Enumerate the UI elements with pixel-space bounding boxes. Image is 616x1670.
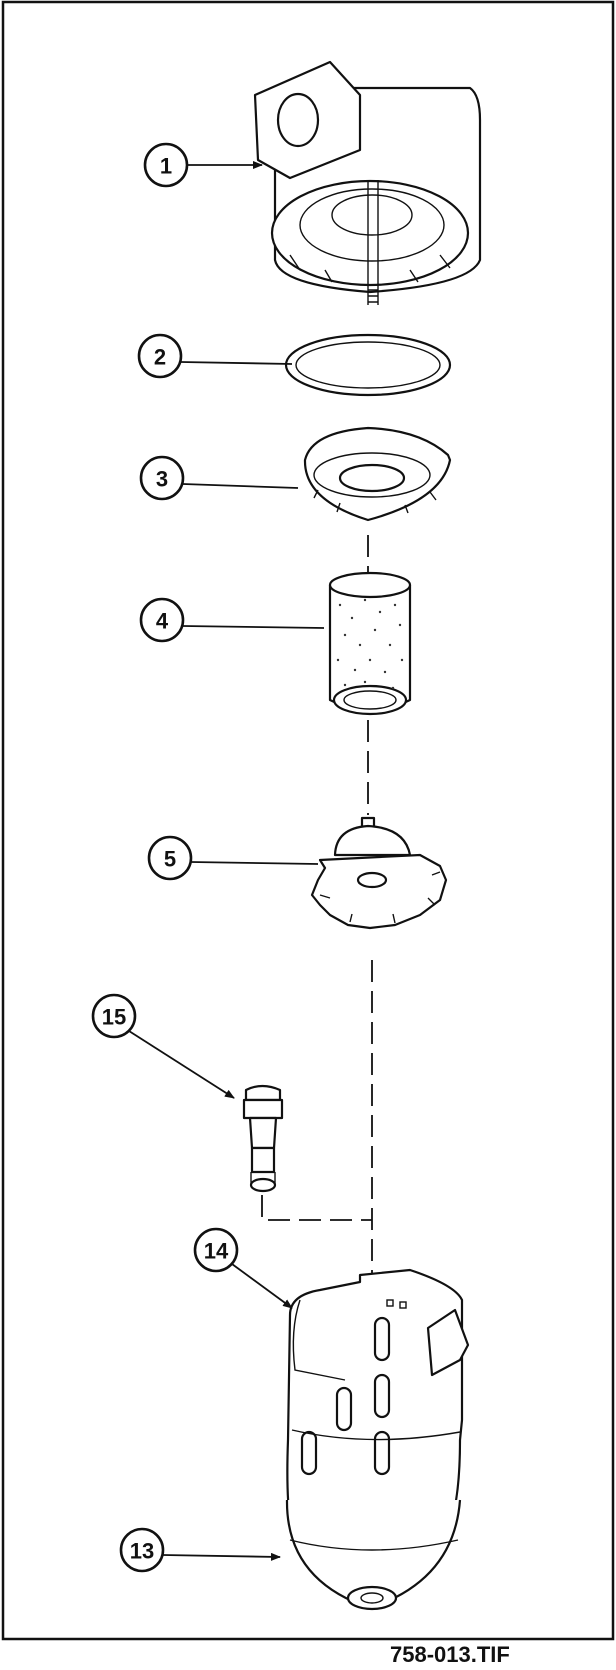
- leader-2: [180, 361, 293, 365]
- svg-text:5: 5: [164, 847, 176, 872]
- part-14-bowl-guard: [286, 1268, 470, 1547]
- part-5-baffle: [310, 816, 448, 930]
- callout-5: 5: [147, 835, 193, 881]
- callout-4: 4: [139, 597, 185, 643]
- svg-text:3: 3: [156, 467, 168, 492]
- svg-text:13: 13: [130, 1539, 154, 1564]
- part-15-drain-valve: [242, 1084, 284, 1193]
- callout-14: 14: [193, 1227, 239, 1273]
- callout-13: 13: [119, 1527, 165, 1573]
- assembly-centerline: [261, 535, 373, 1275]
- part-3-deflector: [303, 426, 452, 522]
- leader-5: [190, 861, 319, 865]
- svg-text:14: 14: [204, 1239, 229, 1264]
- svg-text:15: 15: [102, 1005, 126, 1030]
- part-1-body: [253, 60, 482, 305]
- leader-4: [182, 625, 325, 629]
- figure-border: [1, 0, 615, 1641]
- callout-1: 1: [143, 142, 189, 188]
- leader-15: [128, 1030, 235, 1099]
- svg-text:4: 4: [156, 609, 169, 634]
- leader-14: [231, 1263, 293, 1309]
- part-2-o-ring: [284, 333, 452, 397]
- callout-15: 15: [91, 993, 137, 1039]
- part-13-bowl: [285, 1499, 462, 1611]
- callout-3: 3: [139, 455, 185, 501]
- figure-id: 758-013.TIF: [390, 1642, 510, 1667]
- callout-2: 2: [137, 333, 183, 379]
- svg-text:1: 1: [160, 154, 172, 179]
- part-4-filter-element: [328, 571, 412, 716]
- leader-3: [182, 483, 299, 489]
- svg-text:2: 2: [154, 345, 166, 370]
- leader-13: [162, 1552, 281, 1561]
